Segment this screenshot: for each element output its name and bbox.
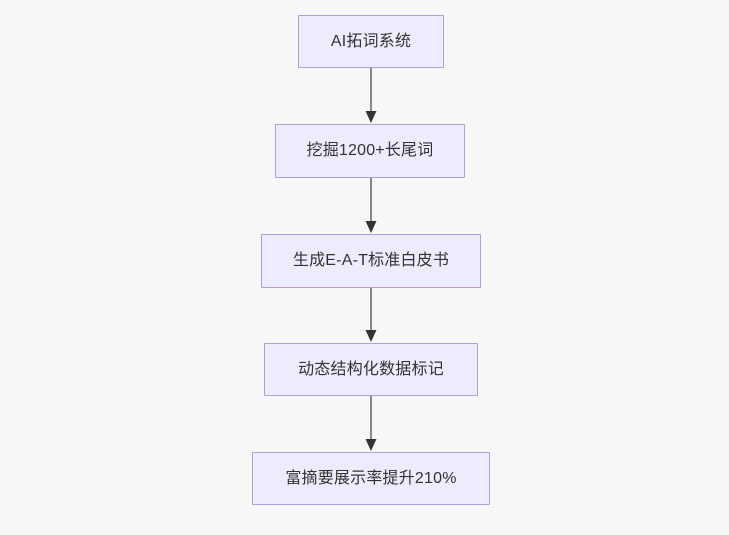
edge-node1-to-node2: [361, 68, 381, 124]
flow-node-label: 挖掘1200+长尾词: [306, 142, 434, 160]
edge-node3-to-node4: [361, 288, 381, 343]
flow-node-label: 生成E-A-T标准白皮书: [292, 252, 450, 270]
flow-node-label: 动态结构化数据标记: [298, 360, 444, 378]
flow-node-rich-snippet-result[interactable]: 富摘要展示率提升210%: [252, 452, 490, 505]
flow-node-label: 富摘要展示率提升210%: [285, 469, 457, 487]
edge-node2-to-node3: [361, 178, 381, 234]
flow-node-structured-data-markup[interactable]: 动态结构化数据标记: [264, 343, 478, 396]
flow-node-eat-whitepaper[interactable]: 生成E-A-T标准白皮书: [261, 234, 481, 288]
flow-node-longtail-mining[interactable]: 挖掘1200+长尾词: [275, 124, 465, 178]
flow-node-ai-keyword-system[interactable]: AI拓词系统: [298, 15, 444, 68]
edge-node4-to-node5: [361, 396, 381, 452]
flow-node-label: AI拓词系统: [330, 32, 412, 50]
